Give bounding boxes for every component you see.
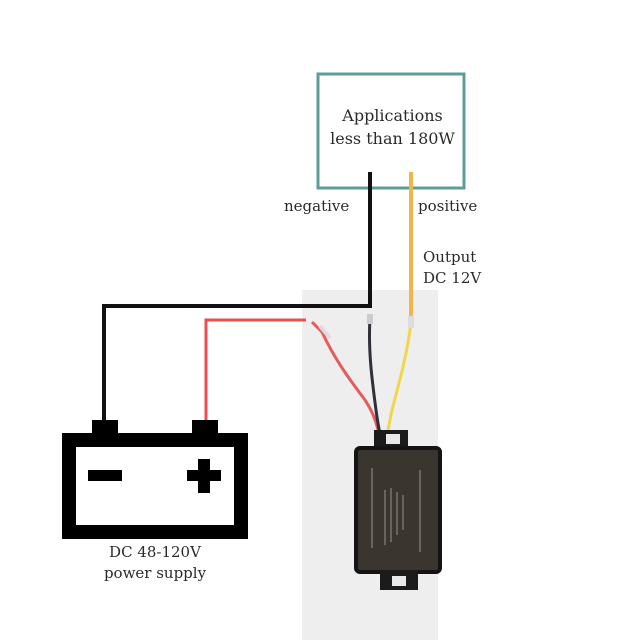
input-positive-wire bbox=[204, 318, 306, 422]
applications-label: Applications less than 180W bbox=[318, 104, 467, 150]
output-label-line2: DC 12V bbox=[423, 269, 482, 287]
negative-wire bbox=[102, 172, 372, 422]
power-supply-label-line1: DC 48-120V bbox=[109, 543, 201, 561]
negative-label: negative bbox=[284, 197, 350, 215]
applications-box bbox=[316, 72, 466, 190]
power-supply-label-line2: power supply bbox=[103, 564, 207, 582]
red-wire-stripped-end bbox=[318, 324, 332, 340]
power-supply-label: DC 48-120V power supply bbox=[80, 542, 230, 584]
applications-label-line2: less than 180W bbox=[330, 129, 455, 148]
output-label-line1: Output bbox=[423, 248, 477, 266]
converter-label-lines bbox=[371, 468, 421, 552]
positive-label: positive bbox=[418, 197, 478, 215]
black-wire-stripped-end bbox=[367, 314, 373, 324]
converter-mount-hole-bottom bbox=[392, 576, 406, 586]
battery-minus-icon bbox=[88, 470, 122, 481]
converter-body bbox=[354, 446, 442, 574]
battery-plus-icon-v bbox=[198, 459, 210, 493]
applications-label-line1: Applications bbox=[342, 106, 443, 125]
converter-mount-hole-top bbox=[386, 434, 400, 444]
yellow-wire-stripped-end bbox=[408, 316, 414, 328]
output-label: Output DC 12V bbox=[423, 247, 481, 289]
battery-body bbox=[62, 433, 248, 539]
